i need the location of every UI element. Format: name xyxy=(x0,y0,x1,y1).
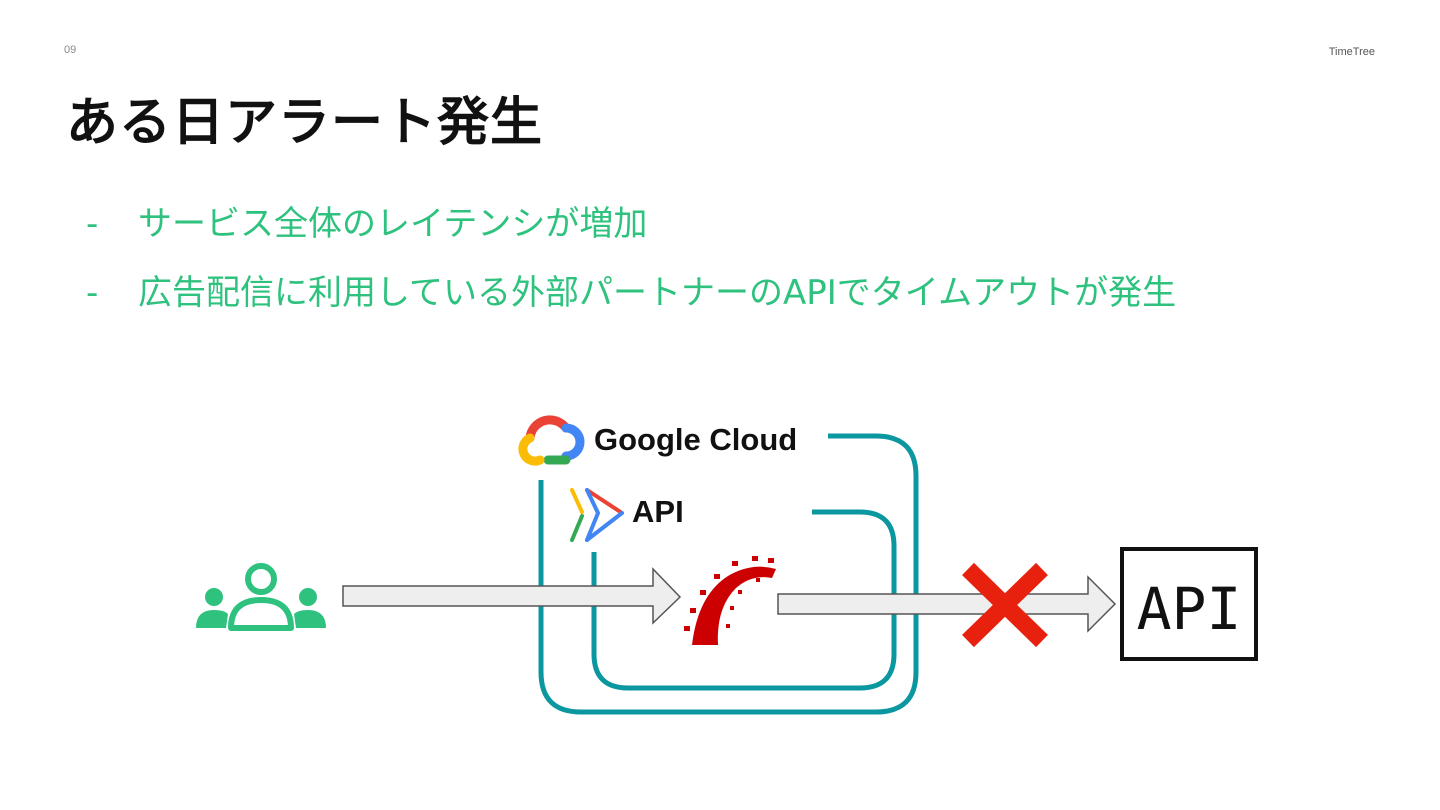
bullet-text: 広告配信に利用している外部パートナーのAPIでタイムアウトが発生 xyxy=(138,273,1177,313)
bullet-marker: - xyxy=(86,273,99,313)
request-arrow xyxy=(342,567,682,625)
bullet-item: - 広告配信に利用している外部パートナーのAPIでタイムアウトが発生 xyxy=(86,259,1266,328)
api-gateway-label: API xyxy=(632,494,684,529)
page-number: 09 xyxy=(64,44,77,56)
api-gateway-icon xyxy=(570,488,624,542)
slide-title: ある日アラート発生 xyxy=(66,93,544,153)
external-api-label: API xyxy=(1137,575,1242,643)
bullet-marker: - xyxy=(86,204,99,244)
api-gateway-boundary xyxy=(591,509,897,691)
bullet-item: - サービス全体のレイテンシが増加 xyxy=(86,190,1266,259)
error-x-icon xyxy=(962,562,1048,648)
users-icon xyxy=(196,563,326,631)
bullet-list: - サービス全体のレイテンシが増加 - 広告配信に利用している外部パートナーのA… xyxy=(86,190,1266,328)
google-cloud-boundary xyxy=(538,433,919,715)
brand-label: TimeTree xyxy=(1328,46,1375,58)
rails-icon xyxy=(684,556,776,645)
google-cloud-label: Google Cloud xyxy=(594,422,797,457)
bullet-text: サービス全体のレイテンシが増加 xyxy=(138,204,648,244)
outbound-arrow xyxy=(777,575,1117,633)
external-api-box xyxy=(1120,547,1258,661)
google-cloud-icon xyxy=(518,415,585,466)
